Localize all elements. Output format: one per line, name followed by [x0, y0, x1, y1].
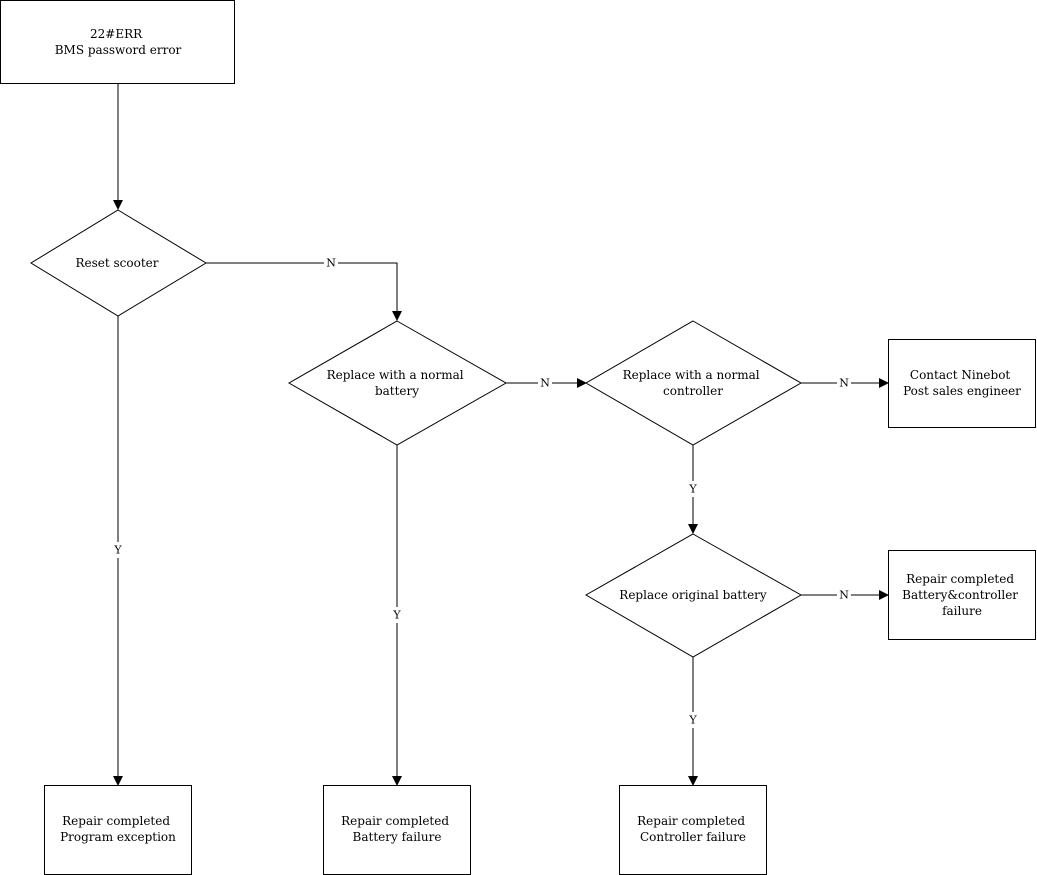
edge-label-battery-yes: Y: [392, 609, 401, 622]
decision-replace-controller: Replace with a normal controller: [585, 320, 803, 446]
edge-label-original-no: N: [839, 589, 849, 602]
battery-controller-failure-line-3: failure: [942, 604, 982, 618]
svg-text:22#ERR BMS password erro: 22#ERR BMS password error: [55, 27, 182, 57]
svg-text:Repair completed Battery: Repair completed Battery failure: [341, 814, 453, 844]
svg-text:Contact Ninebot Post sal: Contact Ninebot Post sales engineer: [903, 368, 1021, 398]
edge-label-original-yes: Y: [688, 714, 697, 727]
battery-controller-failure-line-1: Repair completed: [906, 572, 1014, 586]
svg-text:Repair completed Program: Repair completed Program exception: [60, 814, 176, 844]
decision-replace-battery: Replace with a normal battery: [287, 320, 508, 446]
node-battery-controller-failure: Repair completed Battery&controller fail…: [888, 550, 1036, 640]
svg-text:Reset scooter: Reset scooter: [75, 256, 158, 270]
node-program-exception: Repair completed Program exception: [44, 785, 192, 875]
node-battery-failure: Repair completed Battery failure: [323, 785, 471, 875]
edge-labels: N Y N Y N Y N Y: [111, 256, 851, 728]
edge-label-controller-no: N: [839, 377, 849, 390]
replace-controller-line-1: Replace with a normal: [623, 368, 760, 382]
node-start: 22#ERR BMS password error: [0, 0, 235, 84]
svg-text:Replace with a normal ba: Replace with a normal battery: [327, 368, 468, 398]
edge-label-controller-yes: Y: [688, 483, 697, 496]
decision-replace-original-battery: Replace original battery: [584, 533, 803, 658]
replace-battery-line-1: Replace with a normal: [327, 368, 464, 382]
svg-text:Repair completed Battery: Repair completed Battery&controller fail…: [902, 572, 1022, 618]
edge-label-reset-no: N: [326, 257, 336, 270]
program-exception-line-1: Repair completed: [62, 814, 170, 828]
replace-controller-line-2: controller: [663, 384, 723, 398]
battery-failure-line-2: Battery failure: [353, 830, 442, 844]
node-controller-failure: Repair completed Controller failure: [619, 785, 767, 875]
contact-ninebot-line-2: Post sales engineer: [903, 384, 1021, 398]
battery-controller-failure-line-2: Battery&controller: [902, 588, 1018, 602]
edge-label-battery-no: N: [540, 377, 550, 390]
start-line-2: BMS password error: [55, 43, 182, 57]
reset-scooter-label: Reset scooter: [75, 256, 158, 270]
controller-failure-line-2: Controller failure: [640, 830, 746, 844]
program-exception-line-2: Program exception: [60, 830, 176, 844]
node-contact-ninebot: Contact Ninebot Post sales engineer: [888, 339, 1036, 428]
decision-reset-scooter: Reset scooter: [30, 209, 207, 317]
svg-text:Repair completed Control: Repair completed Controller failure: [637, 814, 749, 844]
edge-reset-no: [206, 262, 402, 321]
edge-label-reset-yes: Y: [113, 544, 122, 557]
start-line-1: 22#ERR: [90, 27, 143, 41]
controller-failure-line-1: Repair completed: [637, 814, 745, 828]
replace-battery-line-2: battery: [375, 384, 419, 398]
replace-original-battery-label: Replace original battery: [619, 588, 767, 602]
edges: [113, 84, 889, 786]
svg-text:Replace with a normal co: Replace with a normal controller: [623, 368, 764, 398]
battery-failure-line-1: Repair completed: [341, 814, 449, 828]
contact-ninebot-line-1: Contact Ninebot: [910, 368, 1011, 382]
svg-text:Replace original battery: Replace original battery: [619, 588, 767, 602]
